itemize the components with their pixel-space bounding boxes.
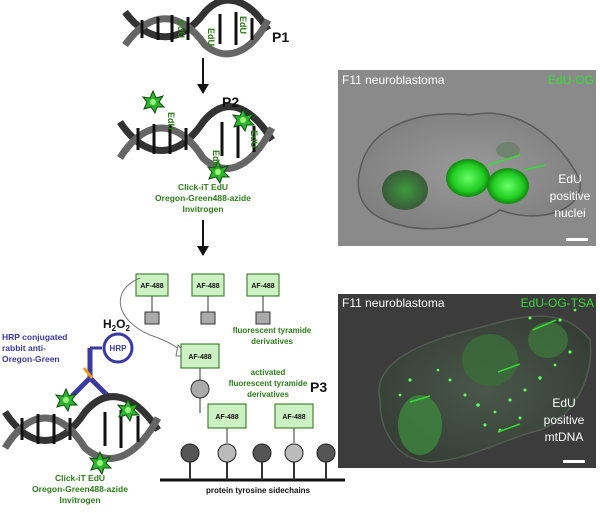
af488-box-bound-2: AF-488: [282, 414, 305, 421]
click-it-line-3: Invitrogen: [182, 204, 223, 214]
label-p1: P1: [272, 29, 289, 45]
arrow-p1-p2: [197, 58, 209, 94]
bottom-click-it-line-1: Click-iT EdU: [55, 473, 105, 483]
edu-letter-2: EdU: [206, 28, 216, 46]
svg-text:H2O2: H2O2: [103, 317, 130, 333]
af488-box-3: AF-488: [251, 283, 274, 290]
h2o2-label: H2O2: [103, 317, 130, 333]
edu-letter-3: EdU: [238, 16, 248, 34]
af488-box-activated: AF-488: [188, 354, 211, 361]
micro-top-pos-1: EdU: [558, 172, 581, 186]
micro-bottom-stain-label: EdU-OG-TSA: [521, 296, 594, 310]
micro-top-stain-label: EdU-OG: [548, 73, 594, 87]
micro-bottom-pos-3: mtDNA: [545, 430, 584, 444]
bottom-click-it-line-2: Oregon-Green488-azide: [32, 484, 128, 494]
fluor-tyramide-line-2: derivatives: [251, 337, 293, 346]
micro-top-cell-label: F11 neuroblastoma: [342, 73, 445, 87]
hrp-antibody-icon: [70, 332, 134, 398]
activated-tyramide: [180, 343, 220, 413]
micro-bottom-pos-2: positive: [544, 413, 585, 427]
label-p3: P3: [310, 379, 327, 395]
edu-letter-1: EdU: [176, 20, 186, 38]
fluor-tyramide-line-1: fluorescent tyramide: [233, 326, 312, 335]
micrograph-bottom: [338, 294, 596, 468]
hrp-desc-line-1: HRP conjugated: [2, 332, 68, 342]
edu-letter-6: EdU: [211, 150, 221, 168]
activated-line-1: activated: [251, 368, 286, 377]
hrp-label: HRP: [110, 344, 128, 353]
protein-backbone: [160, 403, 345, 482]
activated-line-2: fluorescent tyramide: [229, 379, 308, 388]
edu-letter-5: EdU: [249, 130, 259, 148]
edu-letter-4: EdU: [166, 112, 176, 130]
bottom-click-it-line-3: Invitrogen: [59, 495, 100, 505]
micrograph-top: [338, 70, 596, 246]
star-icon-p2-1: [142, 90, 165, 114]
hrp-desc-line-3: Oregon-Green: [2, 354, 60, 364]
micro-bottom-cell-label: F11 neuroblastoma: [342, 296, 445, 310]
hrp-desc-line-2: rabbit anti-: [2, 343, 46, 353]
micro-bottom-pos-1: EdU: [552, 396, 575, 410]
arrow-p2-p3: [197, 220, 209, 256]
click-it-line-1: Click-iT EdU: [178, 182, 228, 192]
label-p2: P2: [222, 94, 239, 110]
af488-box-2: AF-488: [196, 283, 219, 290]
af488-box-bound-1: AF-488: [215, 414, 238, 421]
micro-top-pos-2: positive: [550, 189, 591, 203]
click-it-line-2: Oregon-Green488-azide: [155, 193, 251, 203]
protein-label: protein tyrosine sidechains: [206, 486, 311, 495]
activated-line-3: derivatives: [247, 390, 289, 399]
micro-top-pos-3: nuclei: [554, 206, 585, 220]
dna-helix-p1: [122, 0, 272, 58]
tyramide-row: [135, 273, 280, 325]
af488-box-1: AF-488: [140, 283, 163, 290]
